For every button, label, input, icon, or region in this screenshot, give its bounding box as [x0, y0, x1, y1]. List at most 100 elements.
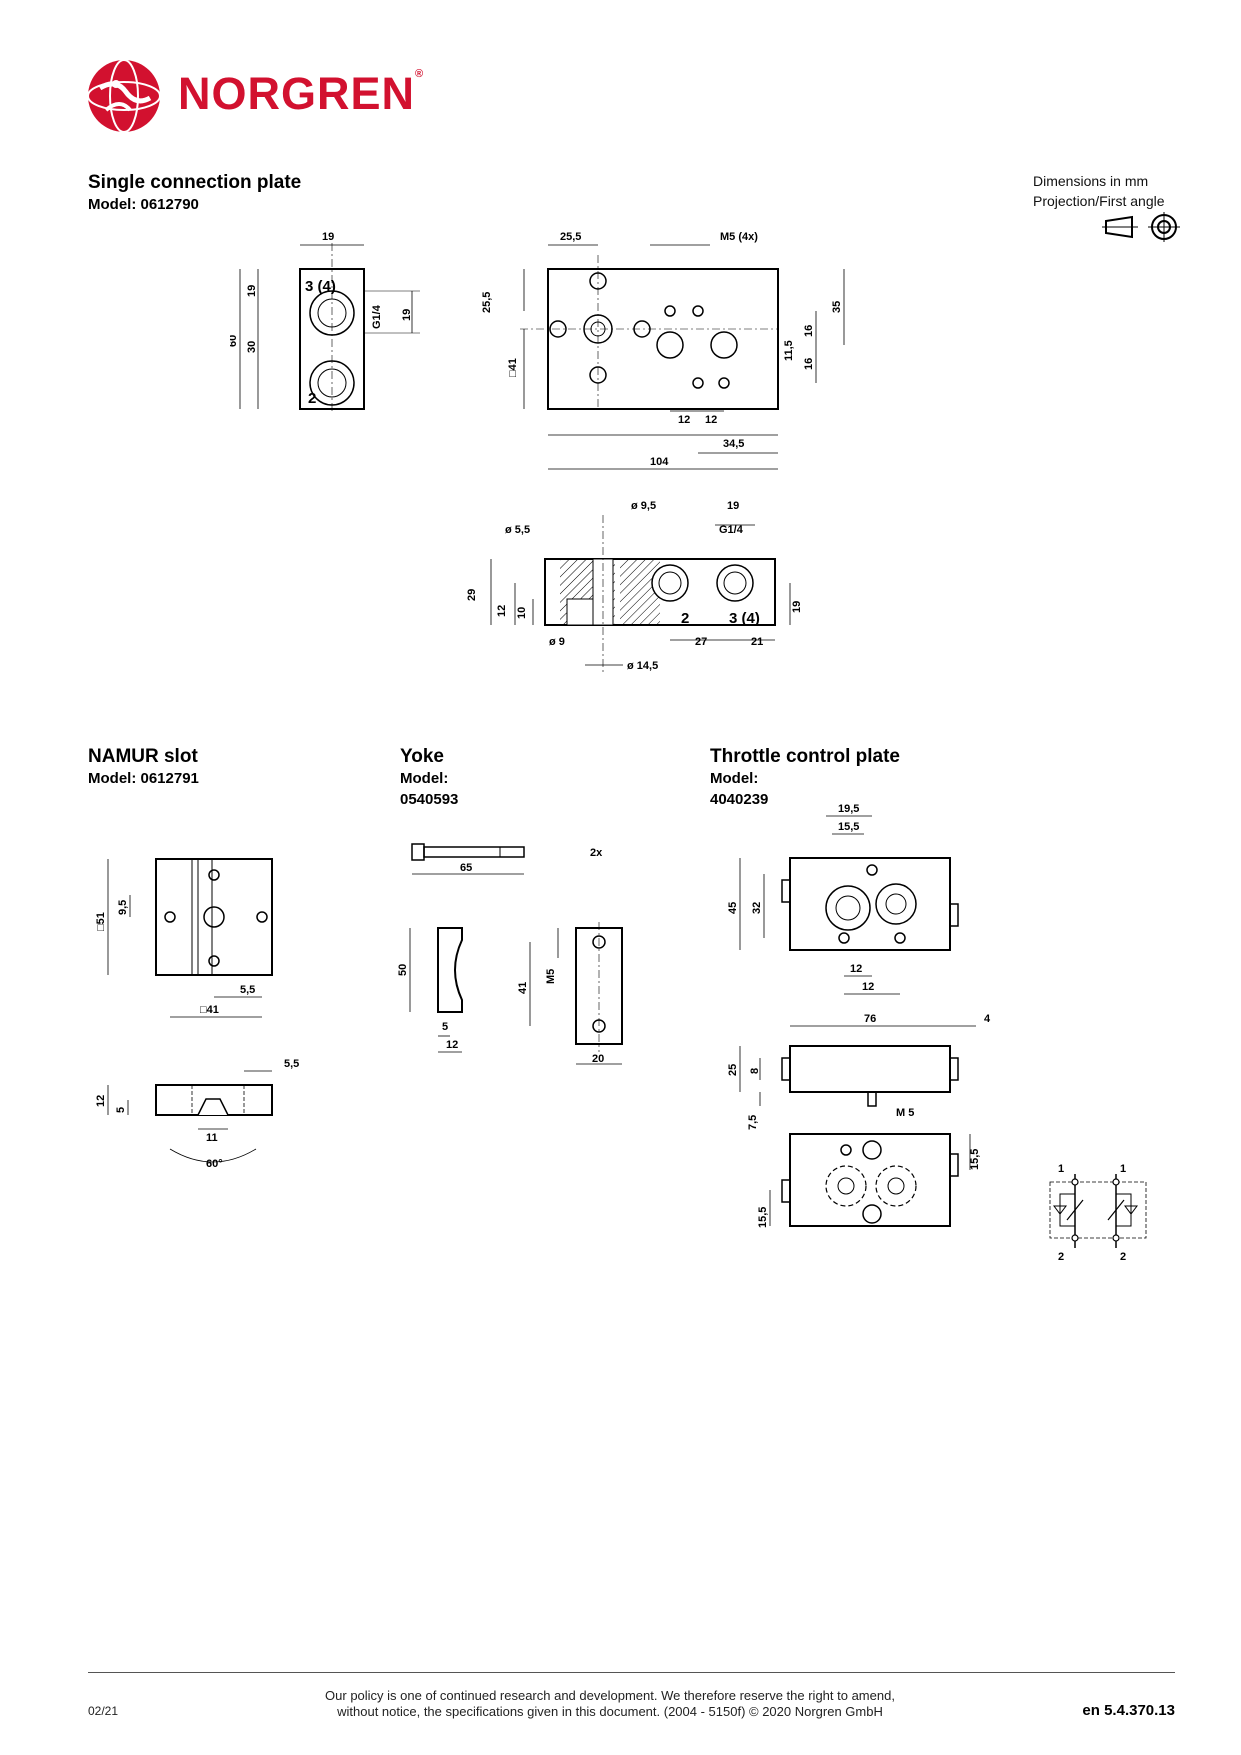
dim-19-v: 19	[246, 285, 258, 297]
dim-27: 27	[695, 636, 707, 648]
throttle-title: Throttle control plate	[710, 746, 900, 767]
yoke-model-label: Model:	[400, 770, 449, 787]
dim-12-s: 12	[496, 605, 508, 617]
throttle-m5: M 5	[896, 1107, 914, 1119]
single-top-view-drawing: 25,5 M5 (4x) 25,5 □41 35 16 16 11,5 12 1…	[481, 231, 845, 470]
section-port-3-4: 3 (4)	[729, 610, 760, 627]
namur-model: Model: 0612791	[88, 770, 199, 787]
dim-19: 19	[322, 231, 334, 243]
throttle-32: 32	[751, 902, 763, 914]
dim-19-right: 19	[401, 309, 413, 321]
single-model: Model: 0612790	[88, 196, 199, 213]
projection-text: Projection/First angle	[1033, 193, 1165, 209]
yoke-model-number: 0540593	[400, 791, 459, 808]
section-port-2: 2	[681, 610, 689, 627]
namur-11: 11	[206, 1132, 218, 1144]
yoke-12: 12	[446, 1039, 458, 1051]
policy-line-1: Our policy is one of continued research …	[325, 1688, 895, 1703]
symbol-port-1-right: 1	[1120, 1163, 1126, 1175]
dim-11-5: 11,5	[783, 340, 795, 361]
symbol-port-2-left: 2	[1058, 1251, 1064, 1263]
namur-title: NAMUR slot	[88, 746, 198, 767]
namur-sq41: □41	[200, 1004, 219, 1016]
dim-21: 21	[751, 636, 763, 648]
single-side-view-drawing: 19 60 19 30 19 G1/4 3 (4) 2	[230, 231, 420, 413]
dim-19-s: 19	[727, 500, 739, 512]
throttle-76: 76	[864, 1013, 876, 1025]
first-angle-projection-icon	[1102, 212, 1180, 242]
dim-30: 30	[246, 341, 258, 353]
footer-date: 02/21	[88, 1704, 119, 1718]
yoke-20: 20	[592, 1053, 604, 1065]
symbol-port-1-left: 1	[1058, 1163, 1064, 1175]
dim-29: 29	[466, 589, 478, 601]
yoke-heading: Yoke Model: 0540593	[400, 746, 458, 810]
throttle-8: 8	[749, 1068, 761, 1074]
dimension-note: Dimensions in mm Projection/First angle	[1033, 171, 1165, 211]
dim-104: 104	[650, 456, 669, 468]
throttle-valve-symbol: 1 1 2 2	[1049, 1163, 1147, 1263]
port-3-4-label: 3 (4)	[305, 278, 336, 295]
namur-heading: NAMUR slot Model: 0612791	[88, 746, 199, 789]
throttle-45: 45	[727, 902, 739, 914]
footer-reference: en 5.4.370.13	[1082, 1702, 1175, 1719]
throttle-12-b: 12	[862, 981, 874, 993]
footer-divider	[88, 1672, 1175, 1673]
namur-drawing: □51 9,5 5,5 □41 5,5 12 5 11 60°	[95, 858, 299, 1170]
throttle-model-number: 4040239	[710, 791, 769, 808]
namur-5-5: 5,5	[240, 984, 255, 996]
throttle-15-5: 15,5	[838, 821, 859, 833]
dim-25-5: 25,5	[560, 231, 581, 243]
yoke-5: 5	[442, 1021, 448, 1033]
dim-12-a: 12	[678, 414, 690, 426]
yoke-m5: M5	[545, 969, 557, 984]
yoke-drawing: 2x 65 50 5 12 41 M5 20	[397, 843, 623, 1065]
dim-16-b: 16	[803, 358, 815, 370]
footer-policy: Our policy is one of continued research …	[300, 1688, 920, 1720]
throttle-7-5: 7,5	[747, 1115, 759, 1130]
dim-34-5: 34,5	[723, 438, 744, 450]
throttle-r15-5: 15,5	[969, 1149, 981, 1170]
port-2-label: 2	[308, 390, 316, 407]
dim-60: 60	[230, 335, 239, 347]
dim-thread: G1/4	[371, 304, 383, 329]
yoke-title: Yoke	[400, 746, 445, 767]
throttle-25: 25	[727, 1064, 739, 1076]
dim-d9-5: ø 9,5	[631, 500, 656, 512]
throttle-model-label: Model:	[710, 770, 759, 787]
yoke-65: 65	[460, 862, 472, 874]
throttle-l15-5: 15,5	[757, 1207, 769, 1228]
yoke-50: 50	[397, 964, 409, 976]
throttle-drawing: 19,5 15,5 45 32 12 12 76 4 25 8 7,5 M 5 …	[727, 803, 991, 1228]
norgren-logo	[86, 58, 164, 134]
dim-12-b: 12	[705, 414, 717, 426]
dim-d14-5: ø 14,5	[627, 660, 658, 672]
dim-19-r: 19	[791, 601, 803, 613]
yoke-41: 41	[517, 982, 529, 994]
throttle-12-a: 12	[850, 963, 862, 975]
single-title: Single connection plate	[88, 172, 302, 193]
dim-d9: ø 9	[549, 636, 565, 648]
throttle-19-5: 19,5	[838, 803, 859, 815]
brand-name: NORGREN®	[178, 68, 424, 120]
namur-side-5-5: 5,5	[284, 1058, 299, 1070]
dim-d5-5: ø 5,5	[505, 524, 530, 536]
dim-16-a: 16	[803, 325, 815, 337]
registered-mark: ®	[415, 68, 425, 80]
namur-12: 12	[95, 1095, 107, 1107]
throttle-heading: Throttle control plate Model: 4040239	[710, 746, 900, 810]
dim-25-5-v: 25,5	[481, 292, 493, 313]
single-section-view-drawing: ø 5,5 ø 9,5 19 G1/4 29 12 10 19 ø 9 27 2…	[466, 500, 803, 675]
namur-9-5: 9,5	[117, 900, 129, 915]
dim-m5-4x: M5 (4x)	[720, 231, 758, 243]
globe-logo-icon	[87, 59, 161, 133]
namur-sq51: □51	[95, 912, 107, 931]
policy-line-2: without notice, the specifications given…	[337, 1704, 883, 1719]
throttle-4: 4	[984, 1013, 991, 1025]
dim-35: 35	[831, 301, 843, 313]
yoke-2x: 2x	[590, 847, 603, 859]
namur-5: 5	[115, 1107, 127, 1113]
dim-g1-4: G1/4	[719, 524, 744, 536]
symbol-port-2-right: 2	[1120, 1251, 1126, 1263]
dimensions-text: Dimensions in mm	[1033, 173, 1149, 189]
